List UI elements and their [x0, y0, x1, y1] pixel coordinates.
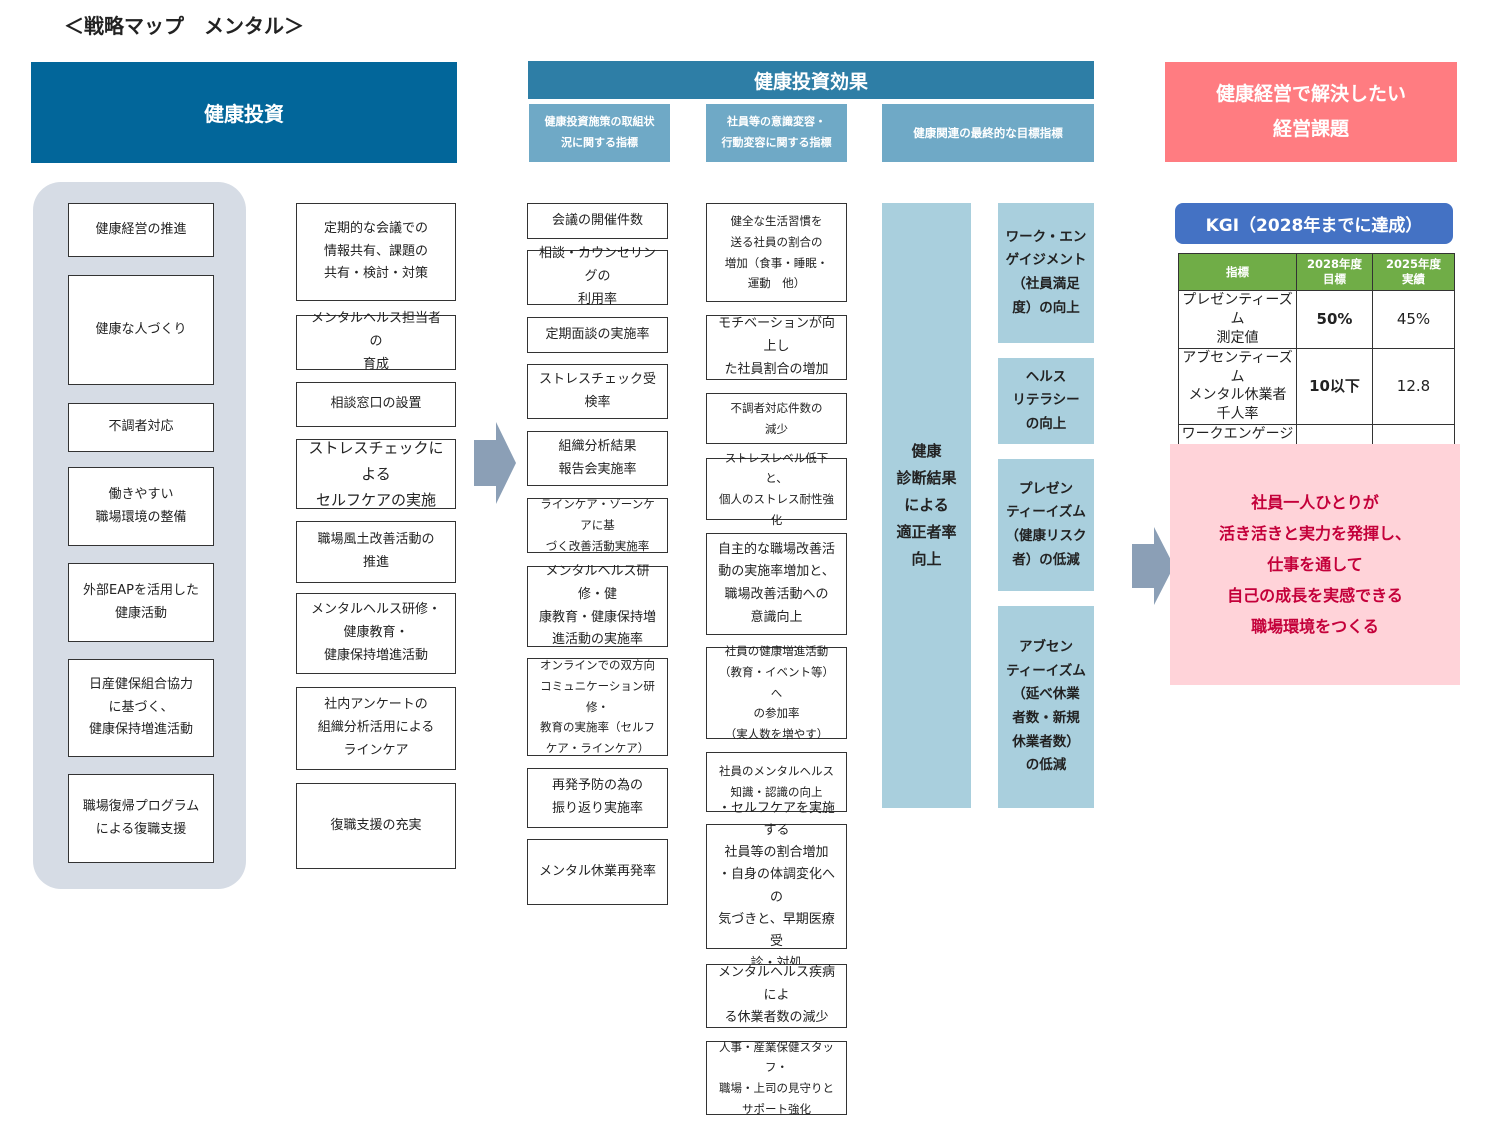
action-indicator-box: 再発予防の為の 振り返り実施率 — [527, 768, 668, 828]
final-goal-box: ワーク・エン ゲイジメント （社員満足 度）の向上 — [998, 203, 1094, 343]
target-cell: 50% — [1296, 290, 1373, 349]
arrow-right-icon — [474, 422, 516, 504]
measure-box: 定期的な会議での 情報共有、課題の 共有・検討・対策 — [296, 203, 456, 301]
table-row: アブセンティーズム メンタル休業者 千人率 10以下 12.8 — [1178, 347, 1455, 426]
table-header-cell: 2025年度 実績 — [1372, 253, 1455, 291]
action-indicator-box: ラインケア・ゾーンケアに基 づく改善活動実施率 — [527, 497, 668, 553]
measure-box: メンタルヘルス担当者の 育成 — [296, 311, 456, 372]
action-indicator-box: メンタル休業再発率 — [527, 839, 668, 905]
action-indicator-box: メンタルヘルス研修・健 康教育・健康保持増 進活動の実施率 — [527, 564, 668, 647]
measure-box: 社内アンケートの 組織分析活用による ラインケア — [296, 687, 456, 770]
indicator-cell: アブセンティーズム メンタル休業者 千人率 — [1178, 347, 1297, 426]
measure-box: ストレスチェックによる セルフケアの実施 — [296, 439, 456, 509]
effect-subheader: 社員等の意識変容・ 行動変容に関する指標 — [706, 104, 847, 162]
final-goal-box: アブセン ティーイズム （延べ休業 者数・新規 休業者数） の低減 — [998, 606, 1094, 808]
behavior-indicator-box: ストレスレベル低下と、 個人のストレス耐性強化 — [706, 451, 847, 527]
target-cell: 10以下 — [1296, 347, 1373, 426]
behavior-indicator-box: メンタルヘルス疾病によ る休業者数の減少 — [706, 964, 847, 1028]
effect-subheader: 健康関連の最終的な目標指標 — [882, 104, 1094, 162]
pillar-box: 働きやすい 職場環境の整備 — [68, 467, 214, 546]
actual-cell: 45% — [1372, 290, 1455, 349]
measure-box: 相談窓口の設置 — [296, 382, 456, 427]
kgi-badge: KGI（2028年までに達成） — [1175, 203, 1453, 244]
pillar-box: 職場復帰プログラム による復職支援 — [68, 774, 214, 863]
management-goal: 社員一人ひとりが 活き活きと実力を発揮し、 仕事を通して 自己の成長を実感できる… — [1170, 444, 1460, 685]
effect-subheader: 健康投資施策の取組状 況に関する指標 — [529, 104, 670, 162]
behavior-indicator-box: 不調者対応件数の 減少 — [706, 393, 847, 444]
behavior-indicator-box: 人事・産業保健スタッフ・ 職場・上司の見守りと サポート強化 — [706, 1040, 847, 1116]
pillar-box: 不調者対応 — [68, 403, 214, 452]
indicator-cell: プレゼンティーズム 測定値 — [1178, 290, 1297, 349]
actual-cell: 12.8 — [1372, 347, 1455, 426]
action-indicator-box: 定期面談の実施率 — [527, 317, 668, 353]
behavior-indicator-box: ・セルフケアを実施する 社員等の割合増加 ・自身の体調変化への 気づきと、早期医… — [706, 801, 847, 971]
pillar-box: 健康経営の推進 — [68, 203, 214, 257]
pillar-box: 外部EAPを活用した 健康活動 — [68, 563, 214, 642]
action-indicator-box: 会議の開催件数 — [527, 203, 668, 239]
issue-header: 健康経営で解決したい 経営課題 — [1165, 62, 1457, 162]
effect-header: 健康投資効果 — [528, 61, 1094, 99]
action-indicator-box: 相談・カウンセリングの 利用率 — [527, 246, 668, 307]
measure-box: 復職支援の充実 — [296, 783, 456, 869]
table-header-cell: 指標 — [1178, 253, 1297, 291]
behavior-indicator-box: 社員のメンタルヘルス 知識・認識の向上 — [706, 752, 847, 812]
measure-box: 職場風土改善活動の 推進 — [296, 521, 456, 583]
final-goal-box: ヘルス リテラシー の向上 — [998, 358, 1094, 444]
behavior-indicator-box: 健全な生活習慣を 送る社員の割合の 増加（食事・睡眠・ 運動 他） — [706, 203, 847, 302]
behavior-indicator-box: モチベーションが向上し た社員割合の増加 — [706, 315, 847, 380]
final-main-indicator: 健康 診断結果 による 適正者率 向上 — [882, 203, 971, 808]
investment-header: 健康投資 — [31, 62, 457, 163]
page-title: ＜戦略マップ メンタル＞ — [64, 14, 304, 38]
action-indicator-box: 組織分析結果 報告会実施率 — [527, 431, 668, 486]
pillar-box: 日産健保組合協力 に基づく、 健康保持増進活動 — [68, 659, 214, 757]
action-indicator-box: オンラインでの双方向 コミュニケーション研修・ 教育の実施率（セルフ ケア・ライ… — [527, 658, 668, 756]
behavior-indicator-box: 社員の健康増進活動 （教育・イベント等）へ の参加率 （実人数を増やす） — [706, 644, 847, 741]
final-goal-box: プレゼン ティーイズム （健康リスク 者）の低減 — [998, 459, 1094, 591]
behavior-indicator-box: 自主的な職場改善活 動の実施率増加と、 職場改善活動への 意識向上 — [706, 533, 847, 635]
table-row: プレゼンティーズム 測定値 50% 45% — [1178, 290, 1455, 349]
arrow-right-icon — [1132, 527, 1174, 605]
pillar-box: 健康な人づくり — [68, 275, 214, 385]
measure-box: メンタルヘルス研修・ 健康教育・ 健康保持増進活動 — [296, 593, 456, 674]
action-indicator-box: ストレスチェック受検率 — [527, 364, 668, 419]
table-header-cell: 2028年度 目標 — [1296, 253, 1373, 291]
